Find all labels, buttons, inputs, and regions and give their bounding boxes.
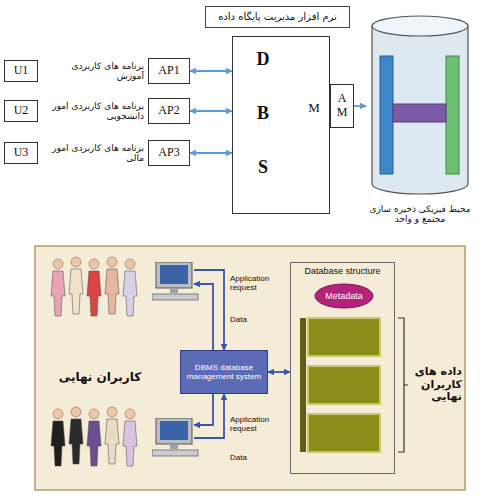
request-arrow [194, 270, 224, 350]
access-method-box: AM [330, 84, 354, 128]
connector-arrow [268, 371, 290, 373]
data-store [308, 366, 380, 404]
application-box: AP1 [148, 58, 190, 84]
title-box: نرم افزار مدیریت پایگاه داده [205, 6, 350, 28]
data-arrow [194, 394, 213, 425]
arrow-label: Data [230, 315, 270, 324]
user-figure [51, 409, 65, 466]
node-text: AP1 [158, 64, 179, 78]
node-text: محیط فیزیکی ذخیره سازی مجتمع و واحد [366, 204, 474, 225]
node-text: U2 [14, 104, 29, 118]
metadata-oval: Metadata [314, 283, 374, 309]
dbms-box: DBMS database management system [180, 350, 268, 394]
cylinder-body [372, 26, 468, 194]
data-store [308, 414, 380, 452]
data-store [308, 318, 380, 356]
node-text: U3 [14, 146, 29, 160]
application-label: برنامه های کاربردی امور دانشجویی [42, 101, 144, 122]
computer [152, 262, 198, 300]
arrow-label: Data [230, 453, 270, 462]
computer [152, 418, 198, 456]
node-text: M [337, 106, 348, 120]
cylinder-top [372, 16, 468, 36]
user-group [51, 257, 137, 316]
user-figure [123, 259, 137, 316]
node-text: B [251, 103, 275, 124]
connector-arrow [354, 105, 366, 107]
user-group [51, 407, 137, 466]
node-text: DBMS database management system [183, 363, 265, 381]
panel-background [35, 246, 465, 490]
user-figure [69, 407, 83, 464]
user-figure [105, 257, 119, 314]
application-box: AP2 [148, 98, 190, 124]
application-label: برنامه های کاربردی آموزش [42, 61, 144, 82]
metadata-ellipse [315, 284, 373, 308]
node-text: Database structure [304, 266, 380, 276]
node-text: AP2 [158, 104, 179, 118]
user-figure [51, 259, 65, 316]
data-label: داده های کاربران نهایی [410, 366, 462, 404]
node-text: U1 [14, 64, 29, 78]
connector-arrow [190, 152, 232, 154]
storage-bar [380, 56, 393, 174]
user-figure [69, 257, 83, 314]
user-figure [105, 407, 119, 464]
dbms-box: D B S M [232, 36, 330, 214]
node-text: نرم افزار مدیریت پایگاه داده [218, 11, 337, 23]
node-text: S [251, 157, 275, 178]
storage-bar [446, 56, 459, 174]
application-box: AP3 [148, 140, 190, 166]
connector-arrow [190, 70, 232, 72]
storage-link [393, 104, 446, 122]
user-figure [87, 409, 101, 466]
user-box: U2 [4, 100, 38, 122]
user-figure [123, 409, 137, 466]
connector-arrow [190, 110, 232, 112]
node-text: D [251, 49, 275, 70]
data-arrow [194, 284, 213, 350]
users-label: کاربران نهایی [50, 371, 150, 385]
user-figure [87, 259, 101, 316]
store-spine [300, 318, 306, 452]
user-box: U3 [4, 142, 38, 164]
storage-cylinder: محیط فیزیکی ذخیره سازی مجتمع و واحد [366, 12, 474, 242]
arrow-label: Application request [230, 415, 286, 433]
node-text: AP3 [158, 146, 179, 160]
request-arrow [194, 394, 224, 438]
application-label: برنامه های کاربردی امور مالی [42, 143, 144, 164]
database-structure: Metadata Database structure [290, 262, 395, 474]
user-box: U1 [4, 60, 38, 82]
node-text: M [303, 101, 325, 116]
bracket [398, 318, 408, 452]
node-text: A [338, 92, 347, 106]
node-text: Metadata [325, 291, 363, 301]
arrow-label: Application request [230, 274, 286, 292]
cylinder-outline [366, 12, 474, 200]
